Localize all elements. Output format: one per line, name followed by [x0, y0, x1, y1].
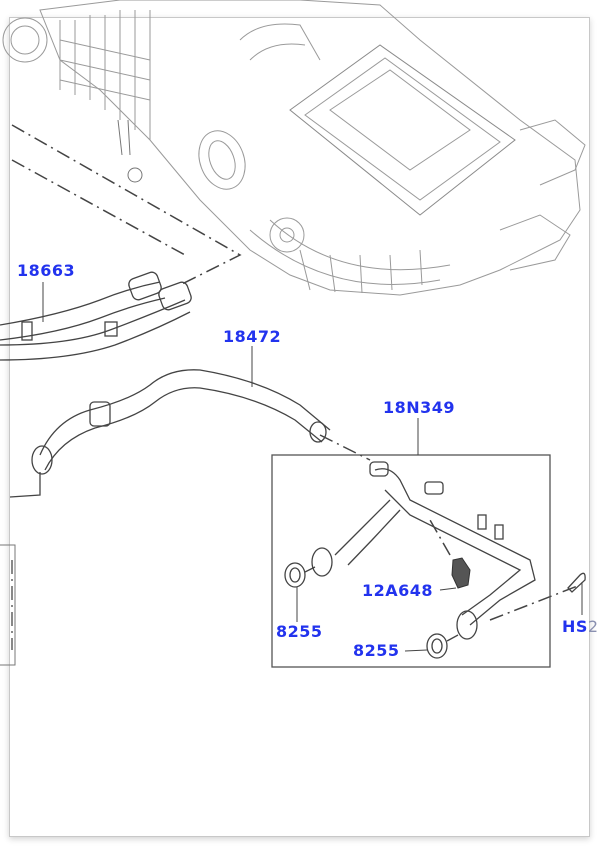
- screw: [567, 572, 586, 593]
- callout-HS2-faded: 2: [587, 617, 599, 636]
- diagram-frame: [9, 17, 590, 837]
- heater-hose-pair: [0, 271, 192, 361]
- callout-18472: 18472: [223, 327, 282, 346]
- heater-hose: [9, 369, 331, 498]
- heater-pipe-assembly: [311, 461, 536, 640]
- callout-12A648: 12A648: [362, 581, 434, 600]
- callout-8255-bottom: 8255: [353, 641, 400, 660]
- guide-lines: [11, 124, 581, 621]
- callout-HS2: HS2: [562, 618, 599, 636]
- partial-inset-box: [0, 544, 16, 666]
- callout-8255-left: 8255: [276, 622, 323, 641]
- leader-8255-bottom: [404, 649, 428, 652]
- temperature-sensor: [451, 557, 471, 589]
- heater-unit-assembly: [2, 0, 586, 296]
- callout-HS2-visible: HS: [562, 617, 588, 636]
- callout-18N349: 18N349: [383, 398, 456, 417]
- leader-12A648: [439, 587, 457, 591]
- o-ring-seals: [284, 562, 459, 659]
- callout-18663: 18663: [17, 261, 76, 280]
- inset-box: [271, 454, 551, 668]
